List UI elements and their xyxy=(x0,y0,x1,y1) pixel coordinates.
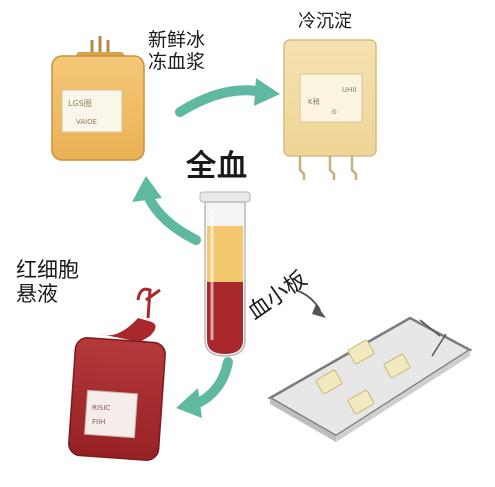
svg-text:LGS图: LGS图 xyxy=(68,99,92,108)
cryo-label: 冷沉淀 xyxy=(298,11,352,32)
rbc-label: 红细胞悬液 xyxy=(16,258,79,307)
arrow-tube-to-plasma xyxy=(132,176,201,245)
whole-blood-label: 全血 xyxy=(186,149,248,184)
svg-text:FIIH: FIIH xyxy=(92,418,105,426)
arrow-tube-to-platelet xyxy=(295,289,326,318)
svg-text:RISIC: RISIC xyxy=(92,404,110,412)
svg-text:UHII: UHII xyxy=(342,86,357,94)
svg-text:VAlOE: VAlOE xyxy=(76,118,97,126)
svg-text:K稍: K稍 xyxy=(308,97,320,106)
plasma-bag: LGS图 VAlOE xyxy=(51,36,145,161)
cryo-bag: UHII K稍 Ð xyxy=(283,39,377,180)
svg-text:Ð: Ð xyxy=(332,109,337,116)
arrow-tube-to-rbc xyxy=(176,357,233,418)
whole-blood-tube xyxy=(199,191,251,357)
plasma-label: 新鲜冰冻血浆 xyxy=(148,29,206,73)
platelet-tray xyxy=(267,316,473,442)
rbc-bag: RISIC FIIH xyxy=(68,287,166,461)
arrow-plasma-to-cryo xyxy=(175,78,280,117)
